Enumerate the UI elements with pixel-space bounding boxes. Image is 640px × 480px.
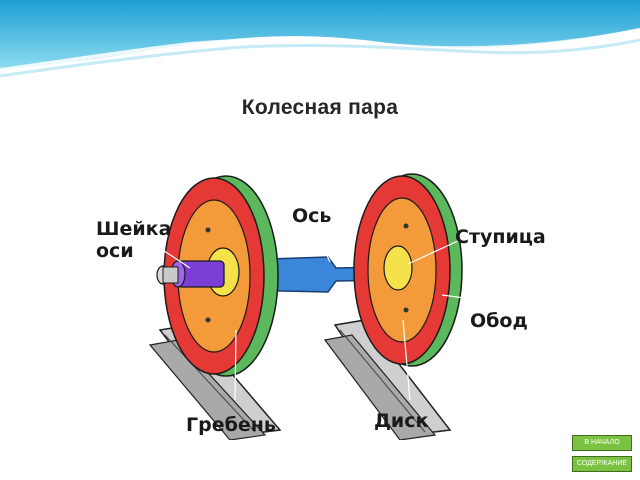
- label-rim: Обод: [470, 310, 528, 332]
- label-disk: Диск: [374, 410, 429, 432]
- label-axle-journal: Шейка оси: [96, 218, 172, 262]
- page-title: Колесная пара: [241, 96, 399, 119]
- rail-right: [323, 319, 452, 440]
- wheelset-diagram: [139, 173, 481, 440]
- label-axle: Ось: [292, 205, 332, 227]
- leader-lines: [139, 217, 481, 401]
- nav-contents-button[interactable]: СОДЕРЖАНИЕ: [572, 456, 632, 472]
- right-wheel: [353, 173, 463, 367]
- nav-start-button[interactable]: В НАЧАЛО: [572, 435, 632, 451]
- label-flange: Гребень: [186, 414, 276, 436]
- header-wave-decoration: [0, 0, 640, 78]
- label-hub: Ступица: [455, 226, 546, 248]
